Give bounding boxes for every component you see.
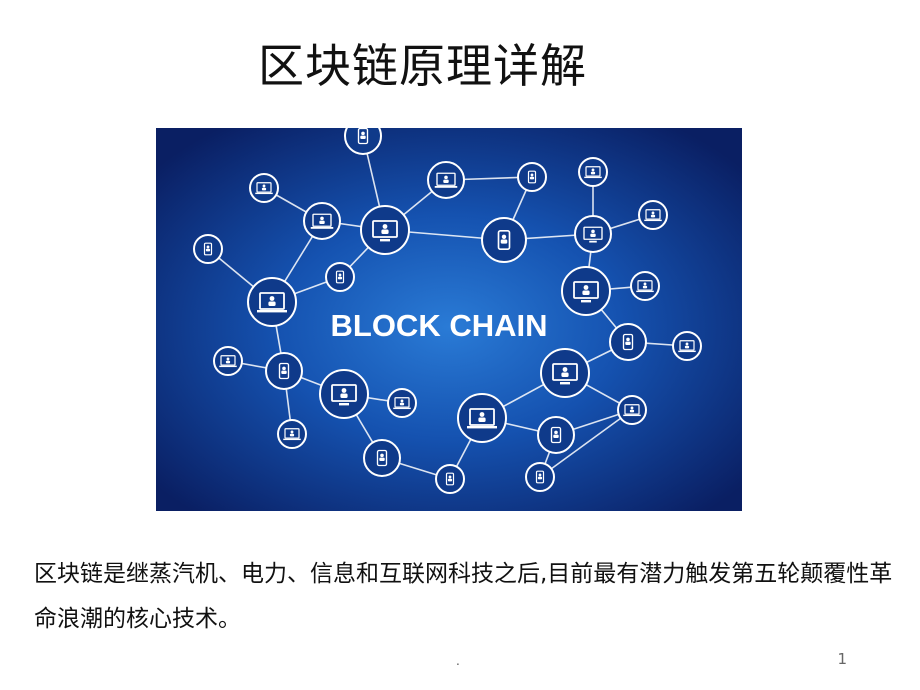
- network-nodes: [193, 128, 702, 494]
- body-paragraph: 区块链是继蒸汽机、电力、信息和互联网科技之后,目前最有潜力触发第五轮颠覆性革命浪…: [34, 561, 893, 632]
- network-link: [539, 409, 633, 478]
- monitor-user-icon: [360, 205, 410, 255]
- monitor-user-icon: [561, 266, 611, 316]
- monitor-user-icon: [319, 369, 369, 419]
- phone-user-icon: [435, 464, 465, 494]
- page-number: 1: [837, 650, 847, 668]
- laptop-user-icon: [387, 388, 417, 418]
- blockchain-network-illustration: BLOCK CHAIN: [156, 128, 742, 511]
- phone-user-icon: [265, 352, 303, 390]
- monitor-user-icon: [574, 215, 612, 253]
- laptop-user-icon: [617, 395, 647, 425]
- laptop-user-icon: [427, 161, 465, 199]
- laptop-user-icon: [213, 346, 243, 376]
- blockchain-network-image: BLOCK CHAIN: [156, 128, 742, 511]
- phone-user-icon: [517, 162, 547, 192]
- laptop-user-icon: [457, 393, 507, 443]
- phone-user-icon: [344, 128, 382, 155]
- footer-dot: .: [456, 654, 460, 668]
- phone-user-icon: [481, 217, 527, 263]
- laptop-user-icon: [638, 200, 668, 230]
- phone-user-icon: [363, 439, 401, 477]
- slide-title: 区块链原理详解: [258, 39, 587, 93]
- phone-user-icon: [609, 323, 647, 361]
- laptop-user-icon: [672, 331, 702, 361]
- block-chain-caption: BLOCK CHAIN: [331, 308, 548, 343]
- phone-user-icon: [537, 416, 575, 454]
- laptop-user-icon: [247, 277, 297, 327]
- laptop-user-icon: [578, 157, 608, 187]
- laptop-user-icon: [630, 271, 660, 301]
- laptop-user-icon: [303, 202, 341, 240]
- monitor-user-icon: [540, 348, 590, 398]
- phone-user-icon: [193, 234, 223, 264]
- phone-user-icon: [325, 262, 355, 292]
- laptop-user-icon: [249, 173, 279, 203]
- phone-user-icon: [525, 462, 555, 492]
- laptop-user-icon: [277, 419, 307, 449]
